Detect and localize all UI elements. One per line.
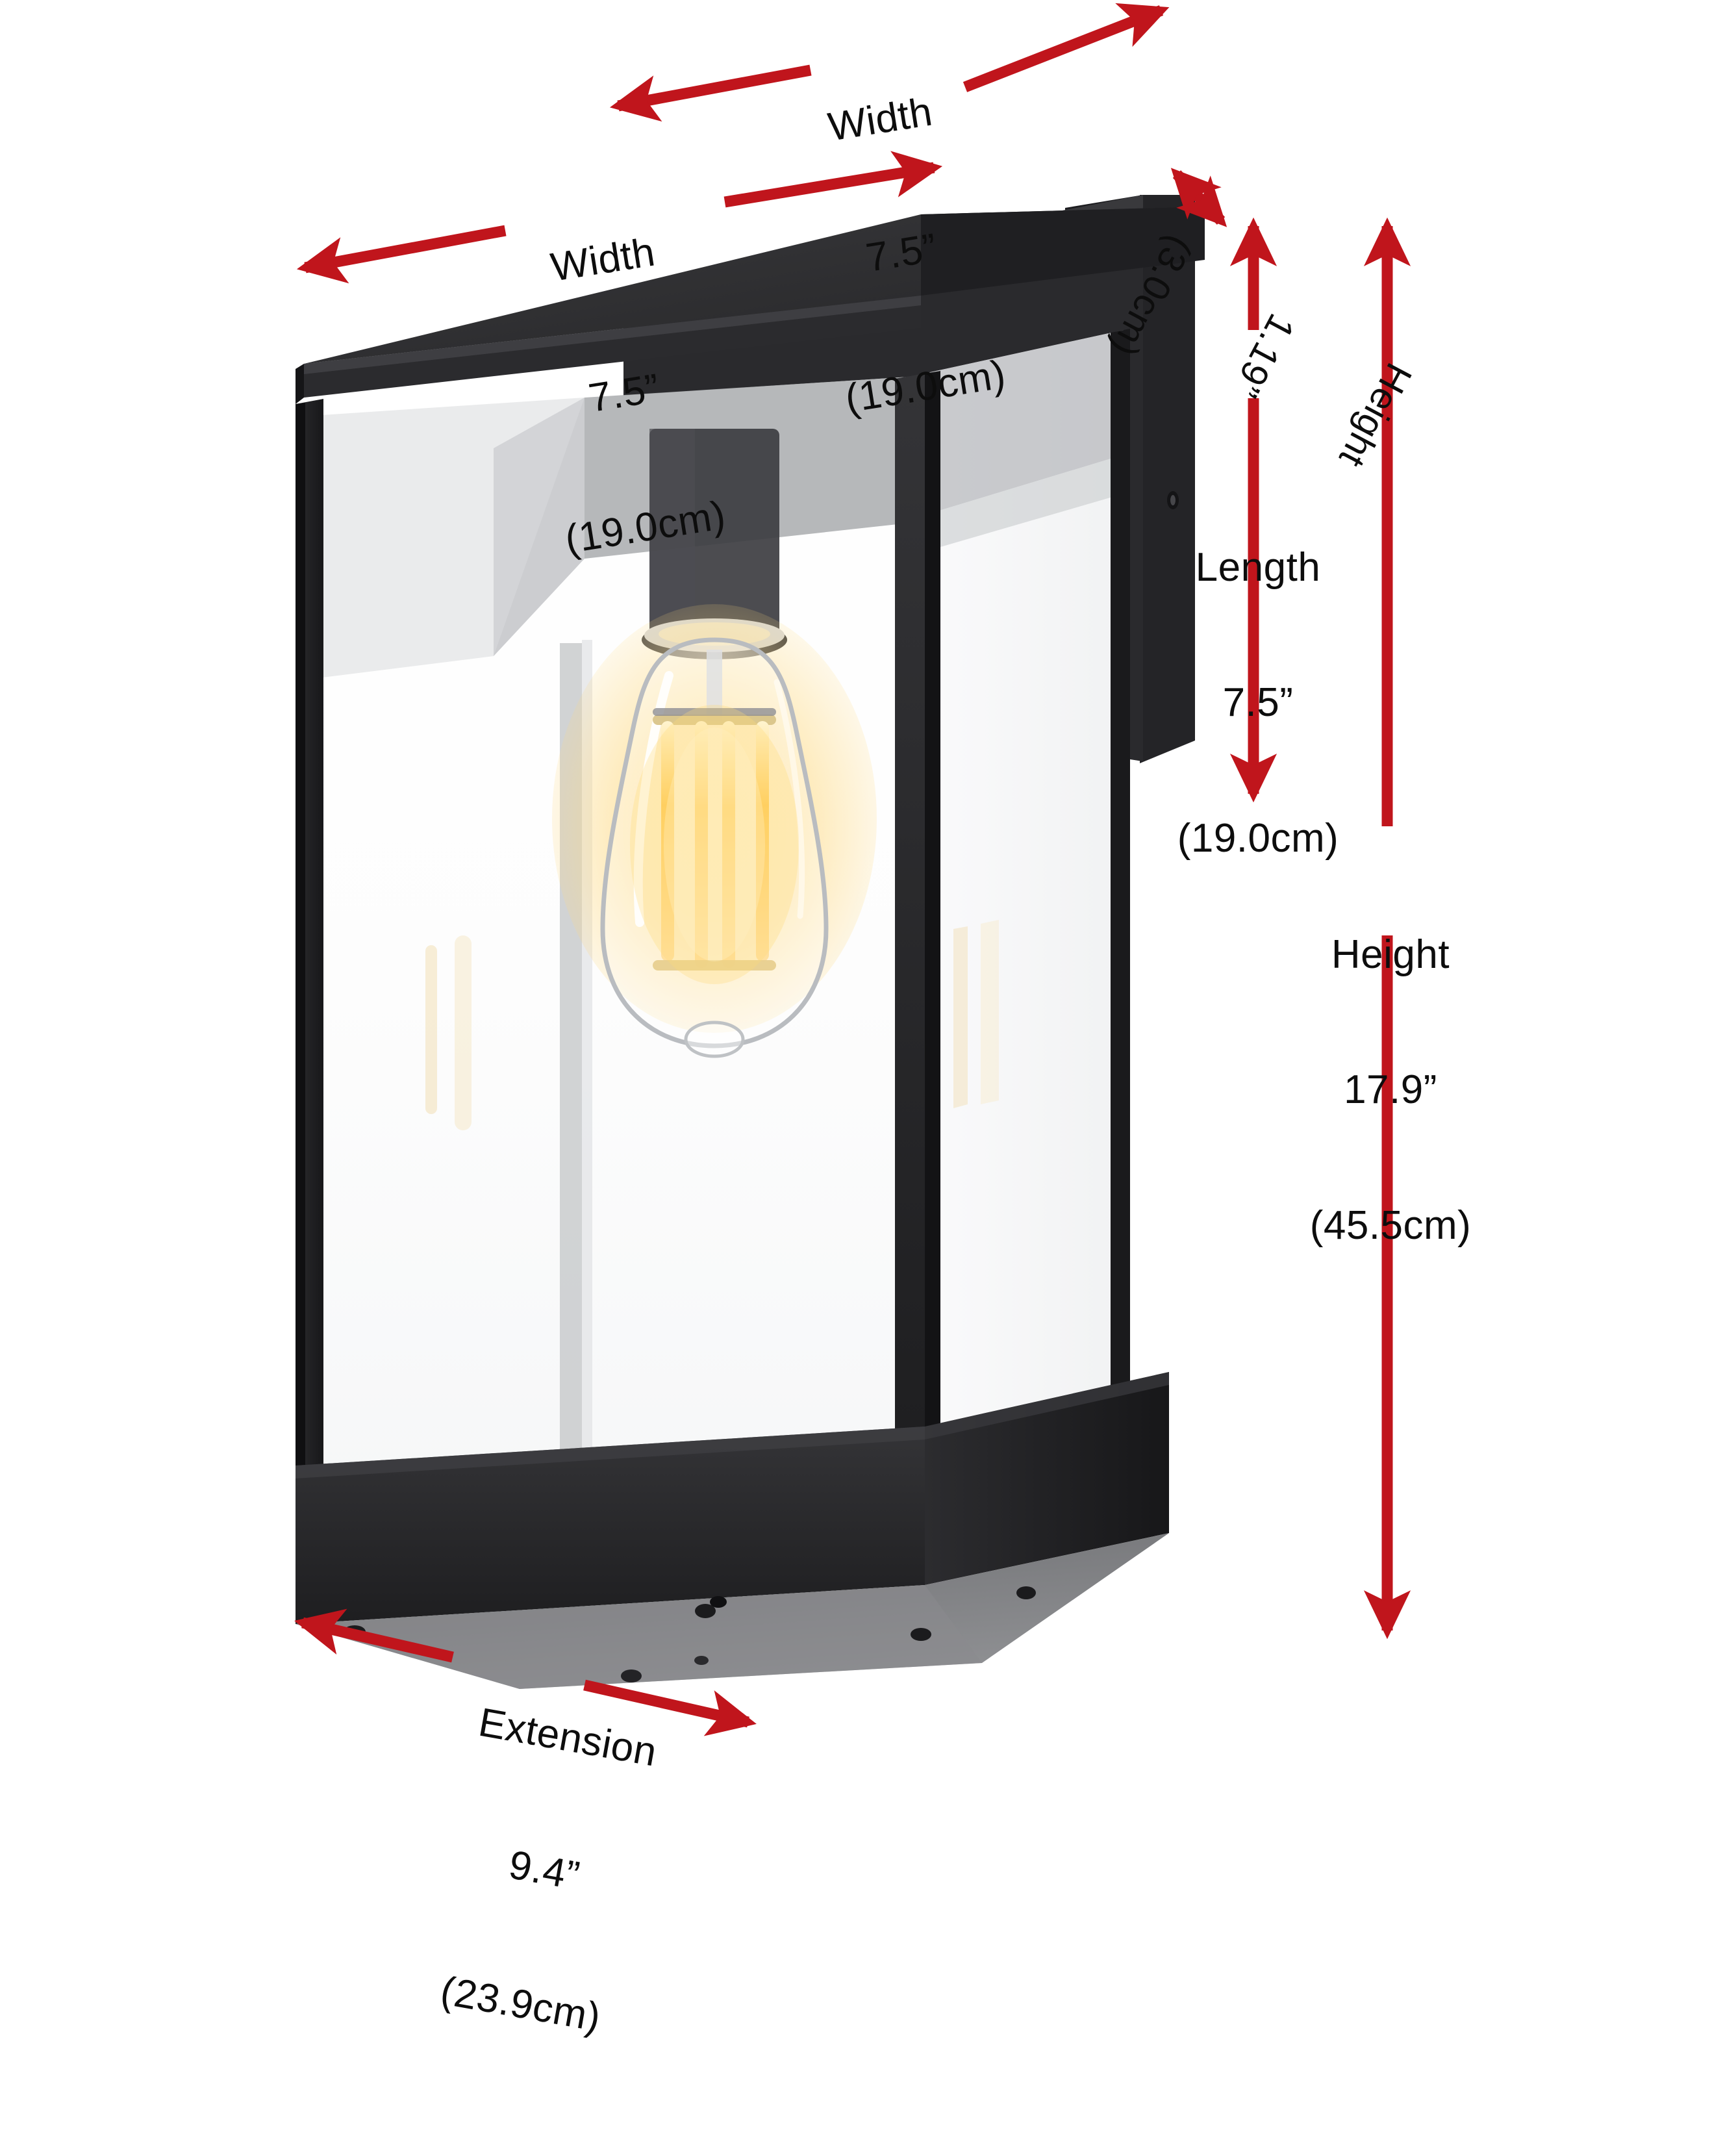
dimension-label-width-front-imperial: 7.5” [585,366,663,422]
dimension-label-extension-imperial: 9.4” [505,1842,583,1899]
arrow-height-backplate [1170,168,1227,227]
base-pan [296,1372,1169,1689]
dimension-label-width-front-title: Width [547,229,659,290]
dimension-label-extension-title: Extension [475,1699,660,1775]
dimension-label-width-top-title: Width [825,89,936,150]
dimension-label-height-overall-metric: (45.5cm) [1309,1202,1472,1248]
dimension-label-height-backplate-imperial: 1.19” [1224,307,1303,405]
dimension-label-width-front-metric: (19.0cm) [562,492,729,562]
product-illustration [296,195,1205,1689]
arrow-extension-right [583,1679,757,1736]
dimension-label-extension-metric: (23.9cm) [437,1968,605,2040]
arrow-width-front-right [723,151,943,208]
edison-filament-bulb [552,429,877,1058]
arrow-extension-left [294,1608,454,1663]
dimension-label-length-imperial: 7.5” [1222,680,1294,726]
arrow-width-top-right [962,3,1170,92]
dimension-label-height-backplate-metric: (3.0cm) [1103,229,1201,364]
dimension-diagram-canvas: Width 7.5” (19.0cm) Width 7.5” (19.0cm) … [294,3,1472,2040]
dimension-label-length: Length 7.5” (19.0cm) [1177,455,1339,951]
dimension-label-height-overall-title: Height [1331,932,1450,977]
dimension-label-width-top-metric: (19.0cm) [842,351,1009,422]
dimension-label-height-overall-imperial: 17.9” [1344,1067,1437,1113]
dimension-arrow-layer [294,3,1411,1736]
arrow-width-top-left [609,64,812,122]
dimension-label-length-metric: (19.0cm) [1177,815,1339,861]
dimension-label-length-title: Length [1195,544,1321,590]
dimension-label-width-top-imperial: 7.5” [862,225,940,281]
top-canopy [296,207,1205,404]
dimension-label-height-overall: Height 17.9” (45.5cm) [1309,842,1472,1338]
arrow-width-front-left [296,225,507,284]
